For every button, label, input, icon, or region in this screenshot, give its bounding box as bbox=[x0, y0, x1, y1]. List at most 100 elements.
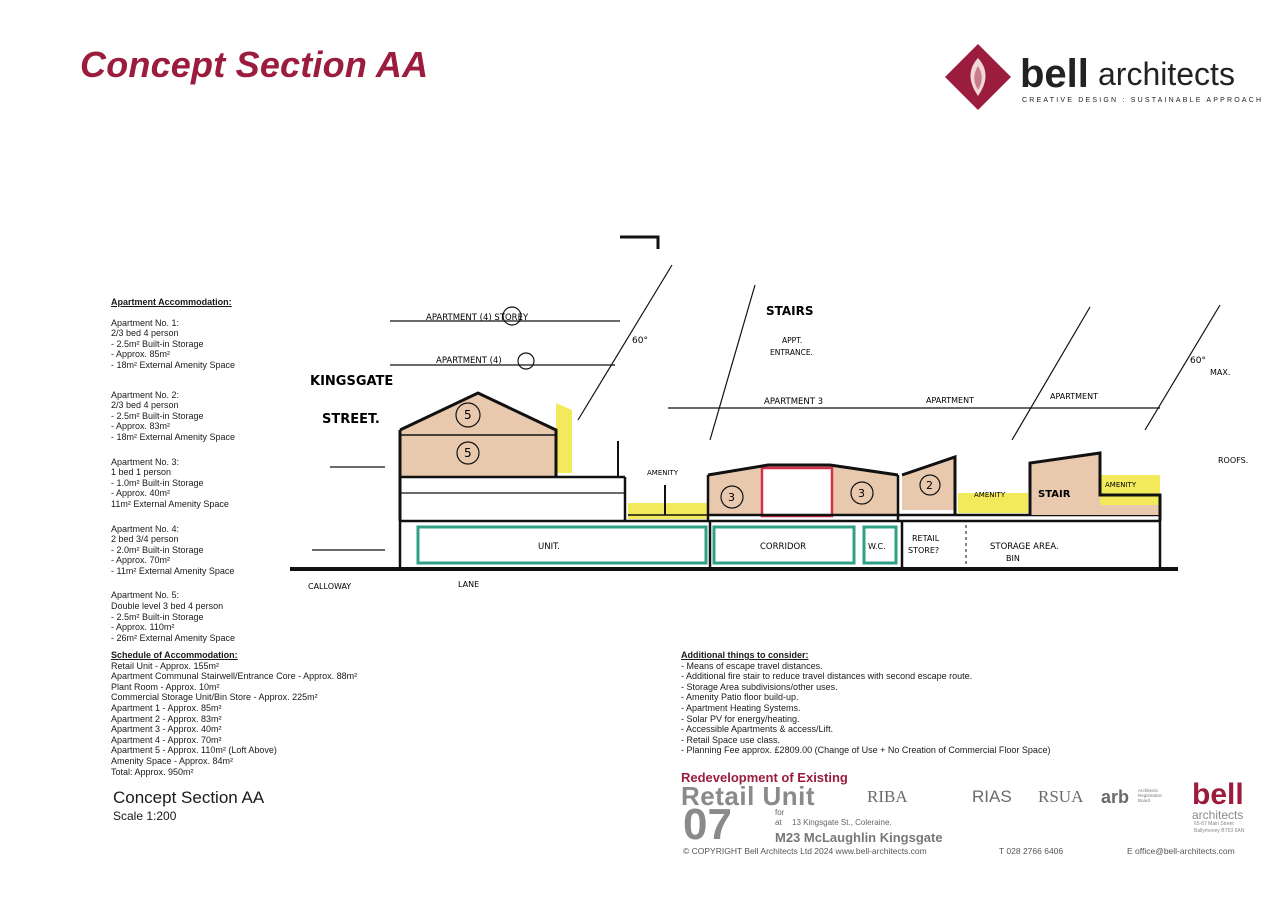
riba-logo: RIBA bbox=[867, 787, 908, 806]
note-line: - Approx. 40m² bbox=[111, 488, 171, 499]
note-line: - 2.5m² Built-in Storage bbox=[111, 611, 204, 622]
amenity-fill-3 bbox=[1100, 475, 1160, 505]
wc-box bbox=[862, 525, 898, 565]
label-stairs: STAIRS bbox=[766, 304, 814, 318]
stair-core-red bbox=[760, 466, 834, 518]
label-max: MAX. bbox=[1210, 368, 1230, 377]
apartment-5-fill bbox=[400, 430, 556, 478]
title-block-bell-logo: bell bbox=[1192, 778, 1244, 811]
label-num3-right: 3 bbox=[858, 487, 865, 500]
label-storage-1: STORAGE AREA. bbox=[990, 542, 1059, 552]
label-street: STREET. bbox=[322, 412, 380, 427]
consideration-line: - Means of escape travel distances. bbox=[681, 660, 823, 671]
apartment-2-notes: Apartment No. 2: 2/3 bed 4 person - 2.5m… bbox=[111, 390, 401, 443]
label-apartment-top-2: APARTMENT bbox=[1050, 392, 1098, 401]
title-block-bell-architects: architects bbox=[1192, 808, 1244, 822]
consideration-line: - Additional fire stair to reduce travel… bbox=[681, 671, 973, 682]
label-bottom-lane: LANE bbox=[458, 580, 479, 589]
note-line: - 11m² External Amenity Space bbox=[111, 565, 235, 576]
arb-logo: arb bbox=[1101, 787, 1130, 807]
label-stair: STAIR bbox=[1038, 489, 1071, 500]
schedule-of-accommodation: Schedule of Accommodation: Retail Unit -… bbox=[111, 650, 357, 777]
schedule-line: Apartment 4 - Approx. 70m² bbox=[111, 734, 222, 745]
consideration-line: - Amenity Patio floor build-up. bbox=[681, 692, 799, 703]
page-title: Concept Section AA bbox=[80, 44, 429, 85]
note-line: Apartment No. 2: bbox=[111, 389, 180, 400]
notes-heading: Apartment Accommodation: bbox=[111, 297, 232, 307]
apartment-accommodation-notes: Apartment Accommodation: Apartment No. 1… bbox=[111, 297, 401, 643]
schedule-heading: Schedule of Accommodation: bbox=[111, 650, 238, 660]
note-line: - 26m² External Amenity Space bbox=[111, 632, 236, 643]
note-line: Apartment No. 3: bbox=[111, 456, 180, 467]
rias-logo: RIAS bbox=[972, 787, 1012, 806]
label-amenity-3: AMENITY bbox=[1105, 481, 1137, 489]
title-block-bell-address: 65-67 Main Street Ballymoney BT53 6AN bbox=[1194, 821, 1245, 834]
note-line: Apartment No. 1: bbox=[111, 317, 180, 328]
corridor-box bbox=[712, 525, 856, 565]
note-line: - 2.5m² Built-in Storage bbox=[111, 410, 204, 421]
note-line: 1 bed 1 person bbox=[111, 467, 172, 478]
schedule-line: Amenity Space - Approx. 84m² bbox=[111, 755, 234, 766]
note-line: - 18m² External Amenity Space bbox=[111, 359, 236, 370]
note-line: 11m² External Amenity Space bbox=[111, 498, 229, 509]
note-line: - 18m² External Amenity Space bbox=[111, 431, 236, 442]
title-block-number: 07 bbox=[683, 800, 732, 849]
note-line: - Approx. 70m² bbox=[111, 555, 171, 566]
label-apartment-3: APARTMENT 3 bbox=[764, 397, 823, 407]
label-unit: UNIT. bbox=[538, 542, 560, 552]
label-apartment-4-storey: APARTMENT (4) STOREY bbox=[426, 313, 529, 323]
retail-unit-box bbox=[416, 525, 708, 565]
title-block-phone: T 028 2766 6406 bbox=[999, 846, 1064, 856]
title-block-retail-unit: Retail Unit bbox=[681, 781, 816, 811]
label-apartment-4: APARTMENT (4) bbox=[436, 356, 502, 366]
label-apartment-top-1: APARTMENT bbox=[926, 396, 974, 405]
note-line: - Approx. 83m² bbox=[111, 421, 171, 432]
label-num5-lower: 5 bbox=[464, 446, 472, 460]
concept-section-sketch: KINGSGATE STREET. APARTMENT (4) STOREY A… bbox=[290, 235, 1248, 591]
title-block-at: at bbox=[775, 818, 782, 827]
consideration-line: - Planning Fee approx. £2809.00 (Change … bbox=[681, 745, 1051, 756]
apartment-3-notes: Apartment No. 3: 1 bed 1 person - 1.0m² … bbox=[111, 457, 401, 510]
title-block-address: 13 Kingsgate St., Coleraine. bbox=[792, 818, 892, 827]
label-amenity-2: AMENITY bbox=[974, 491, 1006, 499]
apartment-4-notes: Apartment No. 4: 2 bed 3/4 person - 2.0m… bbox=[111, 524, 401, 577]
caption-title: Concept Section AA bbox=[113, 788, 265, 807]
label-wc: W.C. bbox=[868, 542, 886, 551]
schedule-line: Apartment 5 - Approx. 110m² (Loft Above) bbox=[111, 745, 277, 756]
label-kingsgate: KINGSGATE bbox=[310, 374, 393, 389]
label-num2: 2 bbox=[926, 479, 933, 492]
consideration-line: - Storage Area subdivisions/other uses. bbox=[681, 681, 838, 692]
schedule-line: Apartment 2 - Approx. 83m² bbox=[111, 713, 222, 724]
title-block-project: M23 McLaughlin Kingsgate bbox=[775, 830, 943, 845]
note-line: Apartment No. 5: bbox=[111, 590, 180, 601]
consideration-line: - Retail Space use class. bbox=[681, 734, 781, 745]
label-num3-left: 3 bbox=[728, 491, 735, 504]
arb-caption: Architects Registration Board bbox=[1138, 788, 1163, 803]
label-angle-right: 60° bbox=[1190, 356, 1206, 366]
note-line: - 2.5m² Built-in Storage bbox=[111, 338, 204, 349]
retail-level-outline bbox=[398, 519, 1162, 571]
note-line: 2/3 bed 4 person bbox=[111, 400, 179, 411]
schedule-line: Apartment 1 - Approx. 85m² bbox=[111, 702, 222, 713]
label-num5-upper: 5 bbox=[464, 408, 472, 422]
note-line: Double level 3 bed 4 person bbox=[111, 601, 224, 612]
logo-diamond-icon bbox=[945, 44, 1011, 110]
label-appt-entrance-1: APPT. bbox=[782, 336, 802, 345]
apartment-1-notes: Apartment No. 1: 2/3 bed 4 person - 2.5m… bbox=[111, 318, 401, 371]
label-retail-store-1: RETAIL bbox=[912, 534, 940, 543]
schedule-line: Commercial Storage Unit/Bin Store - Appr… bbox=[111, 692, 318, 703]
considerations-heading: Additional things to consider: bbox=[681, 650, 809, 660]
consideration-line: - Solar PV for energy/heating. bbox=[681, 713, 800, 724]
schedule-line: Plant Room - Approx. 10m² bbox=[111, 681, 220, 692]
note-line: - 2.0m² Built-in Storage bbox=[111, 544, 204, 555]
note-line: - Approx. 110m² bbox=[111, 622, 175, 633]
label-roofs: ROOFS. bbox=[1218, 456, 1248, 465]
logo-tagline: CREATIVE DESIGN : SUSTAINABLE APPROACH bbox=[1022, 97, 1264, 104]
label-corridor: CORRIDOR bbox=[760, 542, 806, 552]
logo-bell: bell bbox=[1020, 52, 1089, 96]
schedule-line: Apartment Communal Stairwell/Entrance Co… bbox=[111, 671, 358, 682]
rsua-logo: RSUA bbox=[1038, 787, 1084, 806]
label-storage-2: BIN bbox=[1006, 554, 1020, 563]
schedule-line: Retail Unit - Approx. 155m² bbox=[111, 660, 220, 671]
title-block-copyright: © COPYRIGHT Bell Architects Ltd 2024 www… bbox=[683, 846, 927, 856]
